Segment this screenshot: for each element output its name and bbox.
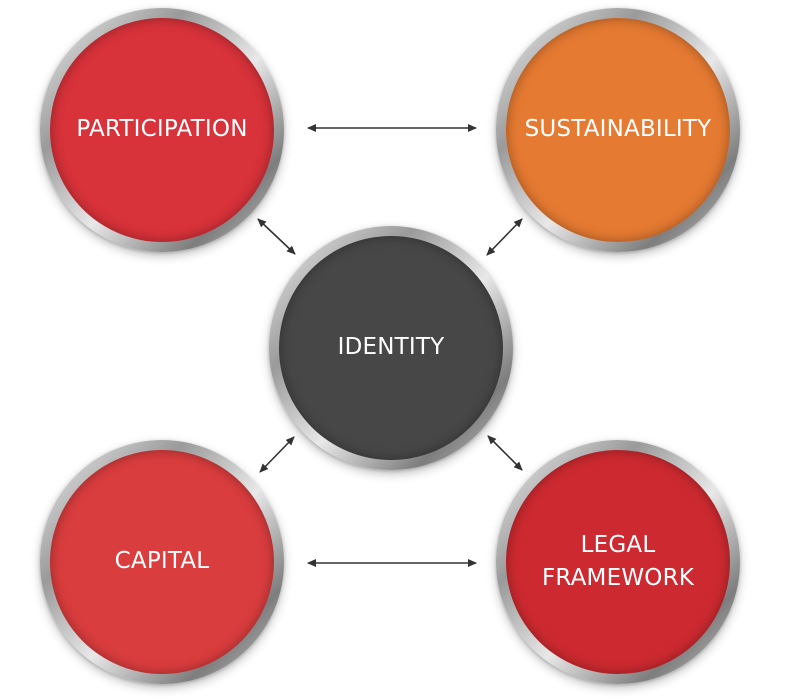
node-capital: CAPITAL [40,440,284,684]
node-sustainability: SUSTAINABILITY [496,8,740,252]
node-participation-label: PARTICIPATION [76,116,248,143]
node-sustainability-face: SUSTAINABILITY [506,18,730,242]
connector-sustainability-identity [486,218,523,256]
connector-participation-identity [257,218,296,255]
connector-legal-framework-identity [487,435,523,471]
node-legal-framework: LEGAL FRAMEWORK [496,440,740,684]
node-identity-label: IDENTITY [337,334,445,361]
node-capital-face: CAPITAL [50,450,274,674]
node-legal-framework-face: LEGAL FRAMEWORK [506,450,730,674]
node-capital-label: CAPITAL [114,548,210,575]
node-legal-framework-label: LEGAL FRAMEWORK [541,531,695,591]
node-participation: PARTICIPATION [40,8,284,252]
node-identity: IDENTITY [269,226,513,470]
node-sustainability-label: SUSTAINABILITY [524,116,712,143]
node-participation-face: PARTICIPATION [50,18,274,242]
connector-capital-identity [259,436,295,473]
node-identity-face: IDENTITY [279,236,503,460]
